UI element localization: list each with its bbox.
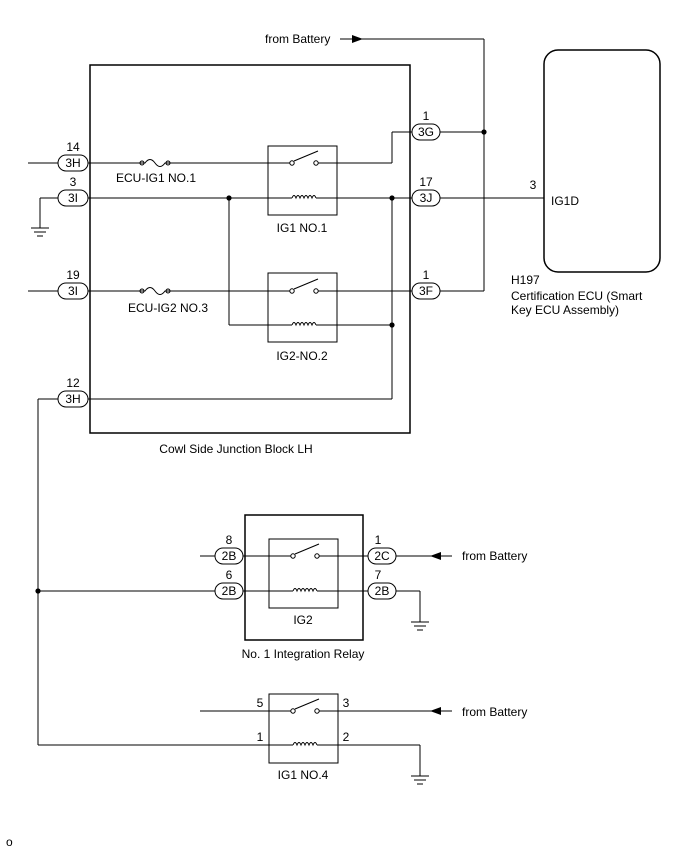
cowl-side-junction-block	[89, 64, 411, 434]
connector-3J-17: 17 3J	[411, 175, 441, 207]
relay-ig2-no2	[267, 272, 338, 343]
arrow-left-icon	[430, 552, 441, 560]
relay-ig2-no2-label: IG2-NO.2	[276, 349, 328, 363]
relay-ig1-no1-label: IG1 NO.1	[277, 221, 328, 235]
connector-3H-14: 14 3H	[57, 140, 89, 172]
svg-text:2B: 2B	[222, 549, 237, 563]
svg-text:6: 6	[226, 568, 233, 582]
svg-text:3I: 3I	[68, 284, 78, 298]
integration-relay-label: No. 1 Integration Relay	[242, 647, 365, 661]
relay-ig2-label: IG2	[293, 613, 313, 627]
ig1-no4-pin-1: 1	[257, 730, 264, 744]
ground-icon	[411, 775, 429, 785]
fuse-icon	[140, 159, 170, 167]
connector-3I-19: 19 3I	[57, 268, 89, 300]
cowl-block-label: Cowl Side Junction Block LH	[159, 442, 312, 456]
ground-icon	[31, 227, 49, 237]
connector-3I-3: 3 3I	[57, 175, 89, 207]
connector-2C-1: 1 2C	[367, 533, 397, 565]
ecu-ig1d-label: IG1D	[551, 194, 579, 208]
connector-2B-8: 8 2B	[214, 533, 244, 565]
ig1-no4-pin-3: 3	[343, 696, 350, 710]
svg-text:19: 19	[66, 268, 80, 282]
svg-text:2C: 2C	[374, 549, 390, 563]
junction-dot	[481, 129, 487, 135]
fuse-icon	[140, 287, 170, 295]
ecu-code: H197	[511, 273, 540, 287]
fuse-ecu-ig2-no3-label: ECU-IG2 NO.3	[128, 301, 208, 315]
connector-3G-1: 1 3G	[411, 109, 441, 141]
ig1-no4-pin-2: 2	[343, 730, 350, 744]
ig1-no4-pin-5: 5	[257, 696, 264, 710]
ground-icon	[411, 621, 429, 631]
ecu-name-line-2: Key ECU Assembly)	[511, 303, 619, 317]
svg-text:3I: 3I	[68, 191, 78, 205]
relay-ig1-no4	[268, 693, 339, 764]
svg-text:3J: 3J	[420, 191, 433, 205]
fuse-terminal	[139, 288, 145, 294]
svg-text:7: 7	[375, 568, 382, 582]
svg-text:17: 17	[419, 175, 433, 189]
connector-2B-6: 6 2B	[214, 568, 244, 600]
svg-text:2B: 2B	[375, 584, 390, 598]
ecu-name-line-1: Certification ECU (Smart	[511, 289, 643, 303]
arrow-left-icon	[430, 707, 441, 715]
svg-text:3H: 3H	[65, 156, 80, 170]
fuse-terminal	[165, 160, 171, 166]
svg-text:1: 1	[423, 109, 430, 123]
from-battery-label-ig1-no4: from Battery	[462, 705, 527, 719]
no1-integration-relay	[244, 514, 364, 641]
svg-text:3G: 3G	[418, 125, 434, 139]
arrow-right-icon	[352, 35, 363, 43]
fuse-ecu-ig1-no1-label: ECU-IG1 NO.1	[116, 171, 196, 185]
svg-text:12: 12	[66, 376, 80, 390]
svg-text:2B: 2B	[222, 584, 237, 598]
relay-ig1-no1	[267, 145, 338, 216]
svg-text:3: 3	[70, 175, 77, 189]
svg-text:1: 1	[423, 268, 430, 282]
connector-3H-12: 12 3H	[57, 376, 89, 408]
corner-mark: o	[6, 835, 13, 849]
svg-text:3H: 3H	[65, 392, 80, 406]
from-battery-label-top: from Battery	[265, 32, 330, 46]
from-battery-label-relay: from Battery	[462, 549, 527, 563]
fuse-terminal	[165, 288, 171, 294]
fuse-terminal	[139, 160, 145, 166]
svg-text:1: 1	[375, 533, 382, 547]
relay-ig2	[268, 538, 339, 609]
certification-ecu	[543, 49, 661, 273]
ecu-pin-3: 3	[530, 178, 537, 192]
svg-text:8: 8	[226, 533, 233, 547]
connector-3F-1: 1 3F	[411, 268, 441, 300]
svg-text:3F: 3F	[419, 284, 433, 298]
connector-2B-7: 7 2B	[367, 568, 397, 600]
relay-ig1-no4-label: IG1 NO.4	[278, 768, 329, 782]
svg-text:14: 14	[66, 140, 80, 154]
